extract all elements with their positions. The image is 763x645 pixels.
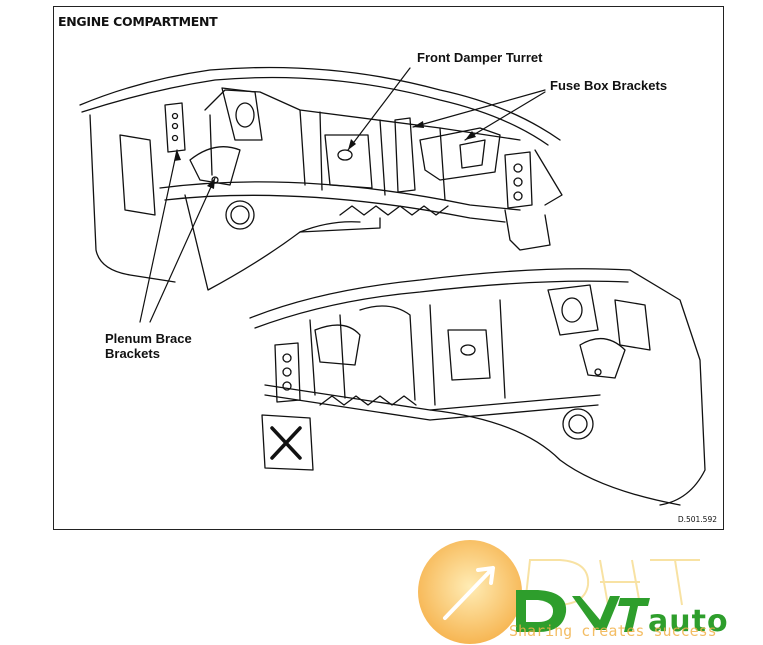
watermark-tagline: Sharing creates success <box>509 622 717 640</box>
watermark-ghost-t-icon <box>650 559 700 606</box>
callout-plenum-brace-line1: Plenum Brace <box>105 331 192 346</box>
callout-fuse-box-brackets: Fuse Box Brackets <box>550 78 668 93</box>
leader-plenum-brace-right <box>149 177 216 323</box>
upper-view <box>79 66 563 291</box>
watermark-green-h-icon <box>572 596 620 630</box>
callout-plenum-brace-line2: Brackets <box>105 346 160 361</box>
callout-front-damper-turret: Front Damper Turret <box>417 50 543 65</box>
watermark-ghost-h-icon <box>599 559 641 606</box>
leader-lines <box>139 67 546 323</box>
leader-plenum-brace-left <box>139 149 178 323</box>
figure-title: ENGINE COMPARTMENT <box>58 14 218 29</box>
callout-plenum-brace-brackets: Plenum Brace Brackets <box>105 331 192 361</box>
figure-reference: D.501.592 <box>677 515 717 524</box>
diagram-frame: ENGINE COMPARTMENT D.501.592 <box>53 6 724 530</box>
lower-view <box>249 268 706 506</box>
leader-front-damper-turret <box>347 67 411 151</box>
watermark-green-t-icon <box>618 598 650 632</box>
watermark-arrow-icon <box>443 566 495 620</box>
leader-arrowheads <box>174 121 476 189</box>
watermark-brand-text: auto <box>648 604 729 639</box>
leader-fuse-box-bracket-left <box>412 89 546 128</box>
leader-fuse-box-bracket-right <box>464 91 546 141</box>
